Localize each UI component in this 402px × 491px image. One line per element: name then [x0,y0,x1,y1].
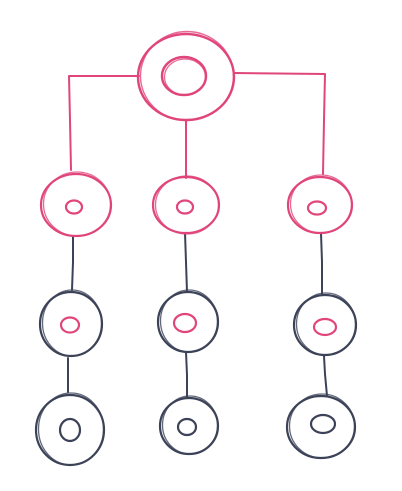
node-l1-c-outer-ring-sketch [289,174,353,234]
node-l2-c-inner-ring [312,317,338,337]
node-l3-c-outer-ring-sketch [288,393,356,459]
node-l2-a-outer-ring-sketch [41,289,103,357]
node-l2-a-inner-ring [59,316,81,334]
node-l1-c-inner-ring [306,200,328,216]
node-l1-b-outer-ring-sketch [154,175,220,235]
node-l3-b-inner-ring [176,417,198,437]
node-l1-b [151,175,221,235]
node-root [136,30,236,122]
node-l1-b-inner-ring [175,199,195,215]
connector-l2-b-l3-b [185,351,188,399]
node-l2-a [38,289,104,358]
connector-l2-c-l3-c [323,355,328,397]
node-l2-b-outer-ring-sketch [159,289,219,353]
node-root-inner-ring-sketch [163,58,207,96]
node-l3-a-outer-ring-sketch [37,392,105,466]
lower-connectors [67,232,328,399]
node-l1-a-outer-ring-sketch [42,171,112,237]
connector-root-l1-c [233,72,326,175]
node-l2-b [156,289,220,354]
connector-l1-b-l2-b [184,232,188,293]
node-l1-a-inner-ring [64,199,84,215]
root-connectors [68,72,326,179]
node-root-outer-ring-sketch [139,30,235,122]
connector-l1-c-l2-c [320,232,323,295]
node-l3-b-outer-ring-sketch [161,395,219,455]
node-l3-c [285,393,357,460]
node-l1-c [286,174,354,235]
node-l1-a [39,171,113,238]
node-l3-a-inner-ring [58,417,82,443]
connector-root-l1-a [68,75,140,171]
node-l2-b-inner-ring [172,312,198,334]
node-l2-c [292,292,358,357]
node-l3-a [34,392,106,467]
connector-l1-a-l2-a [71,235,74,291]
node-l2-c-outer-ring-sketch [295,292,357,356]
node-l3-b [158,395,220,456]
node-l3-c-inner-ring [309,413,337,435]
